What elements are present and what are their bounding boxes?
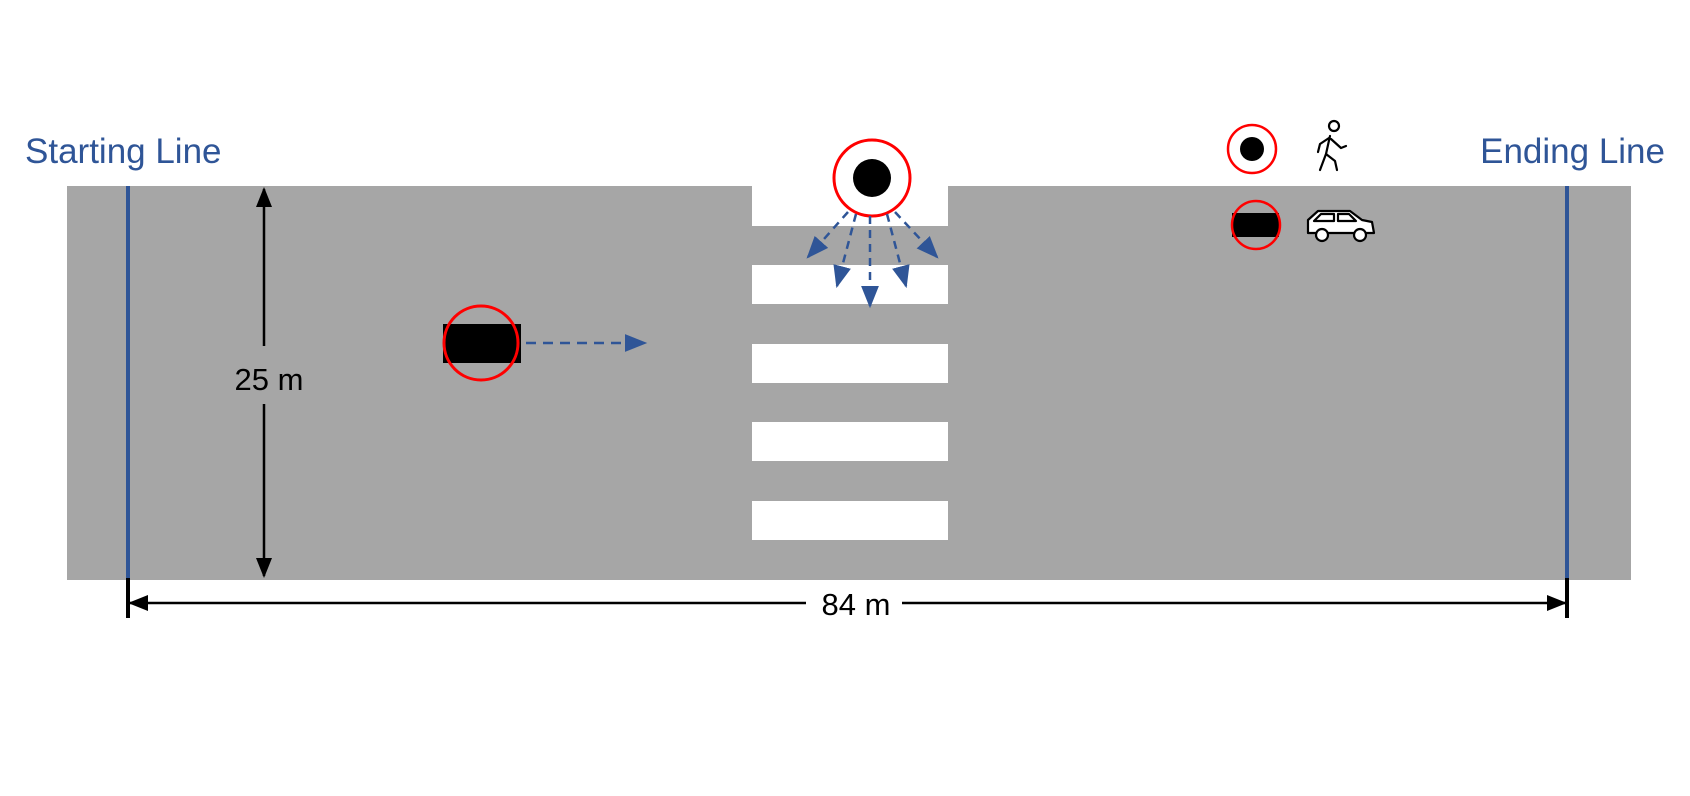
pedestrian-ring xyxy=(832,138,912,218)
legend-item-pedestrian xyxy=(1226,119,1348,175)
pedestrian-trajectory-arrow xyxy=(894,211,939,259)
crosswalk-stripe xyxy=(752,501,948,540)
width-dimension: 25 m xyxy=(235,187,304,578)
width-dimension-label: 25 m xyxy=(235,362,304,397)
pedestrian-dot xyxy=(853,159,891,197)
car-icon xyxy=(1306,209,1376,243)
legend-pedestrian-dot xyxy=(1240,137,1264,161)
crosswalk-stripe xyxy=(752,422,948,461)
crosswalk-stripe xyxy=(752,344,948,383)
pedestrian-trajectory-arrow xyxy=(885,213,910,289)
ending-line-label: Ending Line xyxy=(1480,132,1665,171)
length-dimension: 84 m xyxy=(126,578,1569,622)
legend-car-ring xyxy=(1230,199,1282,251)
crosswalk xyxy=(752,265,948,540)
pedestrian-trajectories xyxy=(806,211,939,309)
starting-line-label: Starting Line xyxy=(25,132,222,171)
legend-car-body xyxy=(1232,213,1279,237)
vehicle-body xyxy=(443,324,521,363)
vehicle-marker xyxy=(442,304,521,382)
legend xyxy=(1226,119,1376,251)
length-dimension-label: 84 m xyxy=(822,587,891,622)
crosswalk-stripe xyxy=(752,265,948,304)
pedestrian-icon xyxy=(1316,119,1348,172)
pedestrian-trajectory-arrow xyxy=(806,211,849,259)
vehicle-ring xyxy=(442,304,520,382)
pedestrian-marker xyxy=(832,138,912,218)
legend-item-car xyxy=(1230,199,1376,251)
pedestrian-trajectory-arrow xyxy=(833,213,858,289)
